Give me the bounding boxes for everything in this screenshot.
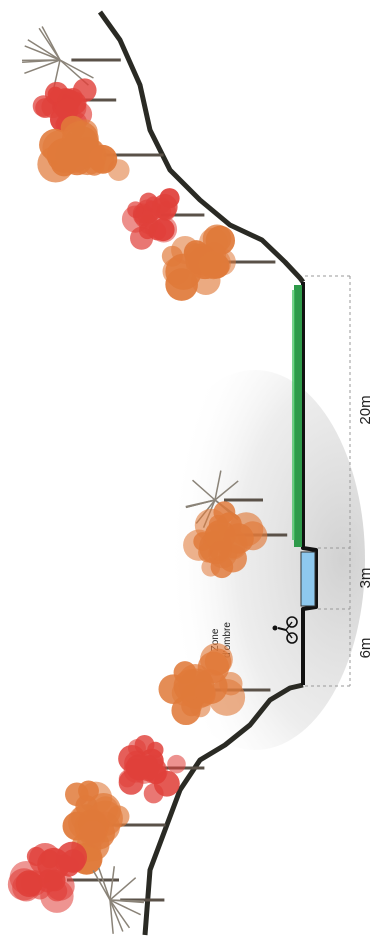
bare-tree bbox=[92, 866, 165, 934]
tree-canopy bbox=[118, 735, 205, 804]
svg-text:d'ombre: d'ombre bbox=[222, 622, 233, 658]
shade-zone bbox=[145, 370, 365, 750]
dimension-label-3m: 3m bbox=[357, 568, 374, 589]
tree-canopy bbox=[121, 188, 205, 250]
dimension-lines bbox=[305, 275, 351, 687]
tree-canopy bbox=[158, 643, 271, 726]
tree-canopy bbox=[161, 224, 276, 301]
tree-canopy bbox=[7, 841, 119, 913]
bare-tree bbox=[21, 26, 121, 98]
dimension-label-20m: 20m bbox=[357, 395, 374, 424]
zone-label: Zone d'ombre bbox=[210, 622, 233, 658]
dimension-label-6m: 6m bbox=[357, 638, 374, 659]
tree-canopy bbox=[183, 501, 288, 579]
lower-slope bbox=[142, 682, 304, 936]
tree-canopy bbox=[37, 115, 164, 183]
grass-strip bbox=[294, 285, 302, 547]
bicycle-icon bbox=[272, 616, 298, 644]
tree-canopy bbox=[62, 780, 166, 875]
water-channel bbox=[300, 551, 316, 607]
svg-text:Zone: Zone bbox=[210, 628, 221, 651]
ground-line bbox=[301, 282, 318, 685]
upper-slope bbox=[97, 10, 305, 284]
